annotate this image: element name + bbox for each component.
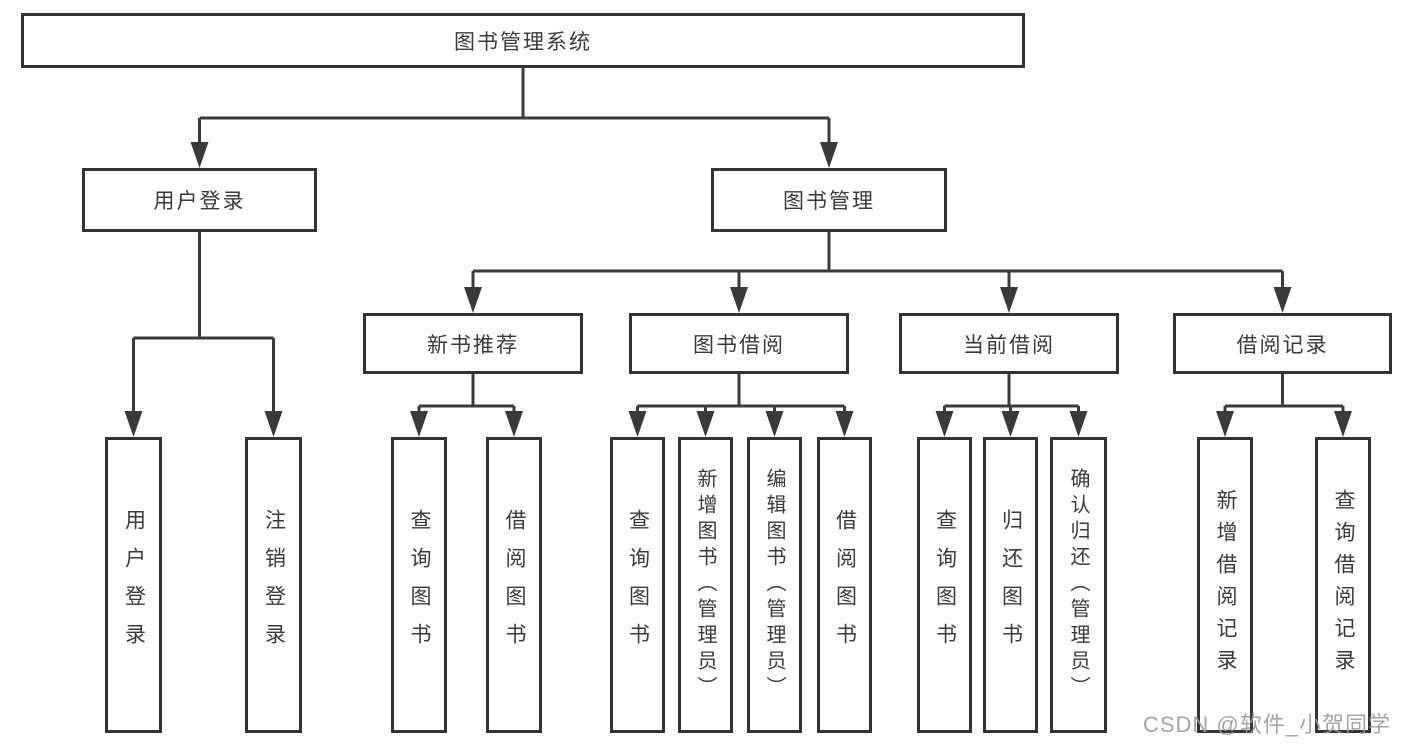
arrowhead-icon [1273,287,1292,313]
arrowhead-icon [935,411,954,437]
arrowhead-icon [1334,411,1352,437]
arrowhead-icon [264,411,283,437]
arrowhead-icon [835,411,854,437]
arrowhead-icon [765,411,784,437]
arrowhead-icon [124,411,143,437]
watermark: CSDN @软件_小贺同学 [1142,712,1391,737]
arrowhead-icon [1069,411,1088,437]
arrowhead-icon [1216,411,1234,437]
node-leaf-borrow-book-borrow: 借阅图书 [817,437,872,733]
node-leaf-borrow-book-new: 借阅图书 [486,437,542,733]
arrowhead-icon [696,411,715,437]
arrowhead-icon [1000,287,1018,313]
node-leaf-user-login: 用户登录 [105,437,162,733]
arrowhead-icon [628,411,647,437]
node-user-login-module: 用户登录 [82,168,317,232]
arrowhead-icon [505,411,523,437]
node-leaf-add-borrow-record: 新增借阅记录 [1197,437,1253,733]
node-leaf-query-book-new: 查询图书 [391,437,447,733]
node-leaf-query-borrow-record: 查询借阅记录 [1315,437,1371,733]
arrowhead-icon [1001,411,1020,437]
node-leaf-edit-book-admin: 编辑图书（管理员） [747,437,802,733]
node-book-management-module: 图书管理 [711,168,947,232]
node-root: 图书管理系统 [21,13,1025,68]
arrowhead-icon [410,411,428,437]
node-leaf-query-book-current: 查询图书 [917,437,972,733]
node-new-book-recommendation: 新书推荐 [363,313,583,374]
arrowhead-icon [820,142,838,168]
node-leaf-add-book-admin: 新增图书（管理员） [678,437,733,733]
arrowhead-icon [464,287,482,313]
node-borrowing-records: 借阅记录 [1173,313,1392,374]
node-book-borrowing: 图书借阅 [629,313,849,374]
node-leaf-confirm-return-admin: 确认归还（管理员） [1050,437,1107,733]
node-leaf-logout: 注销登录 [245,437,302,733]
node-current-borrowing: 当前借阅 [899,313,1119,374]
node-leaf-query-book-borrow: 查询图书 [610,437,665,733]
arrowhead-icon [190,142,209,168]
node-leaf-return-book: 归还图书 [983,437,1038,733]
arrowhead-icon [730,287,748,313]
